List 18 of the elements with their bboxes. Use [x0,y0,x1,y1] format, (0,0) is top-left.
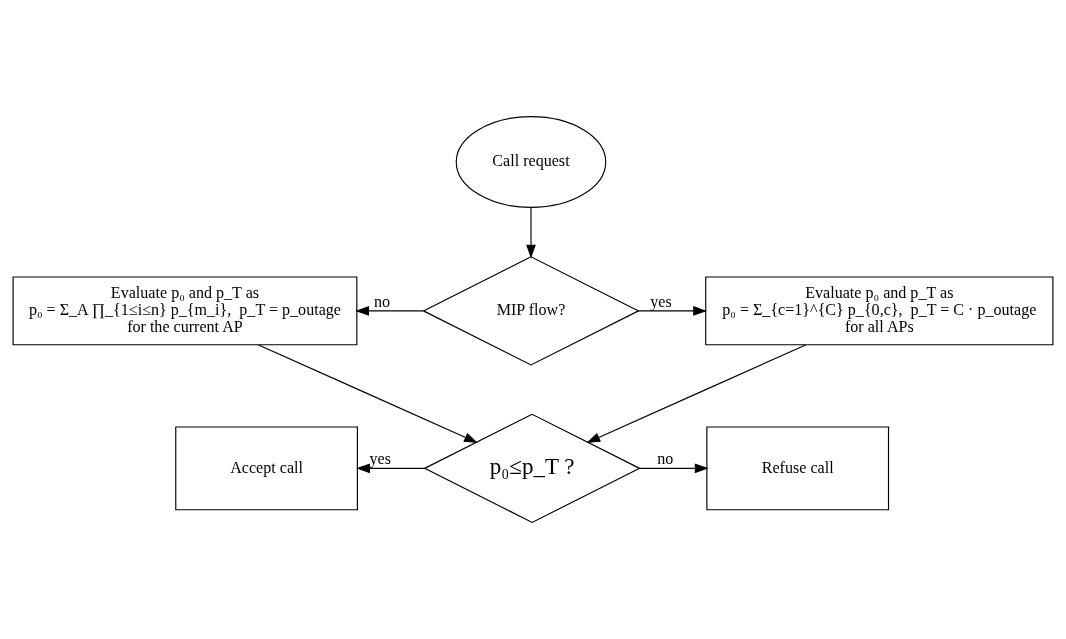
node-diamond: p₀≤p_T ? [423,413,641,524]
arrow [355,306,424,316]
arrow [526,206,536,259]
node-ellipse: Call request [455,116,607,208]
arrow [639,463,709,474]
arrow [258,344,478,443]
node-box: Evaluate p₀ and p_T as p₀ = Σ_A ∏_{1≤i≤n} p_{m_i}, p_T = p_outage for the current AP [12,276,358,346]
node-diamond: MIP flow? [422,256,640,366]
edge-label: yes [650,292,672,310]
node-box: Evaluate p₀ and p_T as p₀ = Σ_{c=1}^{C} p_{0,c}, p_T = C · p_outage for all APs [705,276,1054,346]
edge-label: yes [369,450,392,467]
edge-label: no [374,292,391,310]
arrow [356,463,426,474]
arrow [586,344,807,443]
edge-label: no [657,450,674,467]
node-box: Accept call [175,426,358,511]
arrow [637,306,708,316]
node-box: Refuse call [706,426,890,511]
